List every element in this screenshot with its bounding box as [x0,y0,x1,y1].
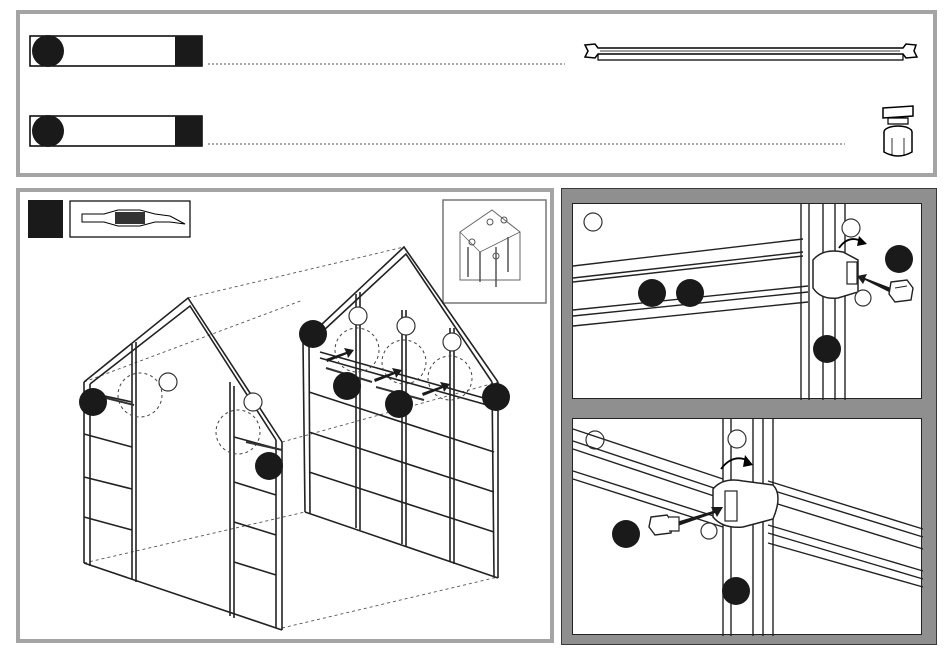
detail-reference-marker [842,219,860,237]
part-bullet [32,35,64,67]
parts-list-panel [16,10,937,177]
part-row-bolt [30,106,913,156]
part-callout-dot [722,577,750,605]
step-number-box [28,200,63,238]
connector-bracket [813,251,858,298]
part-callout-dot [638,279,666,307]
detail-bottom-drawing [573,419,923,636]
part-qty-box [175,36,202,66]
bolt-icon [649,515,679,535]
detail-reference-marker [728,430,746,448]
part-callout-dot [676,279,704,307]
detail-view-bottom [572,418,922,635]
assembly-drawing [20,192,558,647]
part-bullet [32,115,64,147]
part-callout-dot [813,335,841,363]
bolt-icon [889,280,913,302]
part-callout-dot [885,245,913,273]
guide-lines [84,247,498,628]
bolt-nut-icon [883,106,913,156]
bar-profile-icon [585,44,917,60]
left-gable-frame [84,298,282,630]
part-row-bar [30,35,917,67]
detail-views-panel [561,188,937,645]
greenhouse-overview-thumbnail [443,200,546,303]
assembly-step-panel [16,188,554,643]
detail-reference-marker [584,213,602,231]
part-qty-box [175,116,202,146]
insert-arrow [857,274,891,292]
wrench-screwdriver-icon [70,201,190,237]
right-bar-profile [768,481,923,587]
detail-reference-marker [855,290,871,306]
detail-top-drawing [573,204,923,400]
connector-bracket [713,480,778,527]
detail-reference-marker [701,523,717,539]
parts-list-drawing [20,14,941,181]
detail-view-top [572,203,922,399]
part-callout-dot [612,520,640,548]
